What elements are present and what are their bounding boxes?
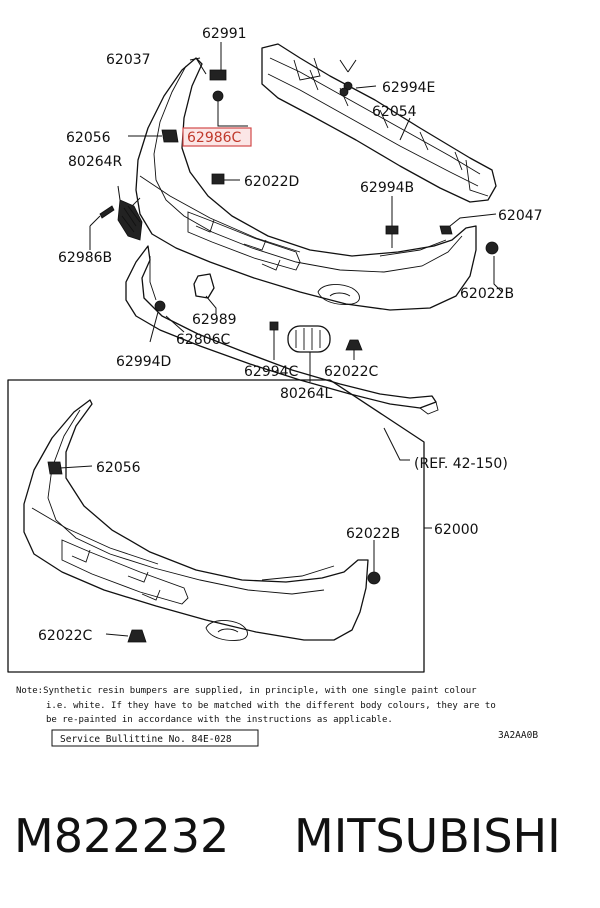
label-ref-42-150: (REF. 42-150) bbox=[414, 456, 508, 472]
label-62037: 62037 bbox=[106, 52, 151, 68]
bumper-assembly-62000 bbox=[23, 399, 381, 643]
label-62022D: 62022D bbox=[244, 174, 299, 190]
label-62986B: 62986B bbox=[58, 250, 112, 266]
note-line-3: be re-painted in accordance with the ins… bbox=[46, 715, 393, 725]
label-62994C: 62994C bbox=[244, 364, 299, 380]
label-62994E: 62994E bbox=[382, 80, 435, 96]
service-bulletin-box bbox=[51, 729, 259, 747]
label-80264R: 80264R bbox=[68, 154, 123, 170]
label-62989: 62989 bbox=[192, 312, 237, 328]
leader-lines bbox=[89, 42, 503, 461]
label-62054: 62054 bbox=[372, 104, 417, 120]
label-62000: 62000 bbox=[434, 522, 479, 538]
label-62047: 62047 bbox=[498, 208, 543, 224]
label-62991: 62991 bbox=[202, 26, 247, 42]
label-62022B-top: 62022B bbox=[460, 286, 514, 302]
note-line-1: Note:Synthetic resin bumpers are supplie… bbox=[16, 686, 477, 696]
label-62022B-box: 62022B bbox=[346, 526, 400, 542]
highlight-62986C bbox=[182, 127, 252, 147]
label-62056-box: 62056 bbox=[96, 460, 141, 476]
label-62022C-top: 62022C bbox=[324, 364, 379, 380]
grille-80264R bbox=[117, 199, 143, 241]
part-labels: 62991 62037 62994E 62054 62056 62986C 80… bbox=[38, 26, 543, 644]
label-62986C: 62986C bbox=[187, 130, 242, 146]
service-bulletin: Service Bullittine No. 84E-028 bbox=[60, 734, 232, 745]
label-62806C: 62806C bbox=[176, 332, 231, 348]
lower-lip-spoiler bbox=[125, 245, 439, 415]
label-80264L: 80264L bbox=[280, 386, 333, 402]
fasteners-top bbox=[99, 57, 499, 351]
leader-lines-box bbox=[59, 465, 375, 637]
assembly-box bbox=[7, 379, 432, 673]
label-62994D: 62994D bbox=[116, 354, 171, 370]
label-62056-top: 62056 bbox=[66, 130, 111, 146]
grille-80264L bbox=[287, 325, 331, 353]
footer-part-number: M822232 bbox=[14, 809, 229, 863]
bracket-62989 bbox=[193, 273, 215, 299]
footer-brand: MITSUBISHI bbox=[294, 809, 561, 863]
label-62022C-box: 62022C bbox=[38, 628, 93, 644]
bumper-cover-upper bbox=[129, 57, 477, 311]
reinforcement-62054 bbox=[261, 43, 497, 203]
label-62994B: 62994B bbox=[360, 180, 414, 196]
note-line-2: i.e. white. If they have to be matched w… bbox=[46, 701, 496, 711]
footer: M822232 MITSUBISHI bbox=[14, 809, 561, 863]
note-block: Note:Synthetic resin bumpers are supplie… bbox=[16, 686, 538, 747]
diagram-code: 3A2AA0B bbox=[498, 730, 538, 741]
